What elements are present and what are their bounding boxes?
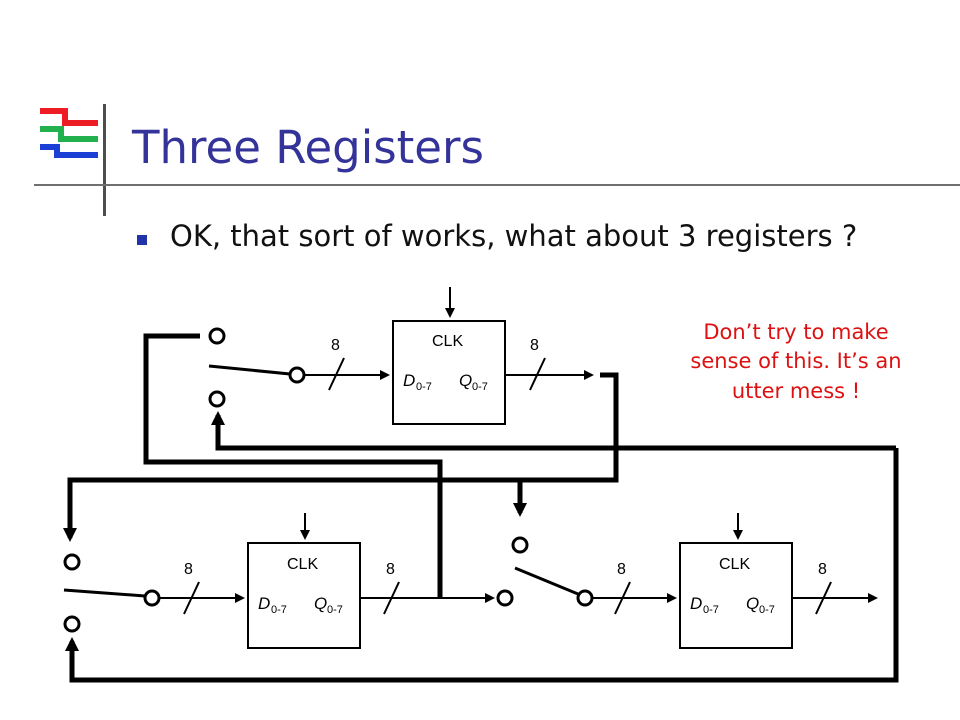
register-box <box>392 320 506 425</box>
d-label: D <box>690 594 702 613</box>
bus-width-slash <box>614 581 631 615</box>
bus-width-label: 8 <box>331 337 340 354</box>
feedback-wire-top-loop <box>513 372 619 517</box>
q-subscript: 0-7 <box>759 604 775 616</box>
bus-width-slash <box>383 581 400 615</box>
title-rule-vertical <box>103 104 106 216</box>
note-line: sense of this. It’s an <box>690 349 902 374</box>
register-top: CLK D 0-7 Q 0-7 8 8 <box>305 287 594 425</box>
switch-arm <box>208 364 291 376</box>
feedback-wire-top-mux <box>143 333 443 597</box>
mux-switch-bottom-right <box>496 536 594 607</box>
bus-width-label: 8 <box>617 561 626 578</box>
note-line: Don’t try to make <box>703 320 889 344</box>
switch-contact <box>63 615 81 633</box>
d-subscript: 0-7 <box>703 604 719 616</box>
d-subscript: 0-7 <box>271 604 287 616</box>
register-box <box>247 542 361 649</box>
note-line: utter mess ! <box>731 378 861 403</box>
q-subscript: 0-7 <box>327 604 343 616</box>
q-label: Q <box>459 371 472 390</box>
bus-width-label: 8 <box>818 561 827 578</box>
bus-width-slash <box>183 581 200 615</box>
slide-title: Three Registers <box>132 121 484 174</box>
bus-width-slash <box>815 581 832 615</box>
bullet-text: OK, that sort of works, what about 3 reg… <box>170 219 858 253</box>
clock-label: CLK <box>719 556 750 573</box>
clock-label: CLK <box>287 556 318 573</box>
d-label: D <box>403 371 415 390</box>
feedback-wire-left-mux <box>63 477 616 542</box>
mux-switch-top <box>208 327 306 408</box>
q-label: Q <box>314 594 327 613</box>
switch-contact <box>511 536 529 554</box>
logo-blue-stripe <box>40 144 98 158</box>
bus-width-label: 8 <box>184 561 193 578</box>
switch-pivot <box>288 366 306 384</box>
register-box <box>679 542 793 649</box>
clock-label: CLK <box>432 333 463 350</box>
mux-switch-bottom-left <box>63 553 161 633</box>
register-bottom-left: CLK D 0-7 Q 0-7 8 8 <box>160 513 495 649</box>
register-bottom-right: CLK D 0-7 Q 0-7 8 8 <box>592 513 878 649</box>
app-logo <box>40 108 98 158</box>
feedback-wire-top-return <box>211 411 896 451</box>
bus-width-slash <box>328 357 345 391</box>
switch-arm <box>63 588 146 598</box>
annotation-note: Don’t try to make sense of this. It’s an… <box>662 318 930 406</box>
feedback-wire-bottom-loop <box>65 598 899 683</box>
q-label: Q <box>746 594 759 613</box>
bullet-marker <box>137 235 147 245</box>
switch-contact <box>496 589 514 607</box>
logo-green-stripe <box>40 126 98 142</box>
bus-width-label: 8 <box>530 337 539 354</box>
switch-arm <box>514 566 579 596</box>
switch-pivot <box>576 589 594 607</box>
bus-width-label: 8 <box>386 561 395 578</box>
title-rule-horizontal <box>34 184 960 186</box>
q-subscript: 0-7 <box>472 381 488 393</box>
d-subscript: 0-7 <box>416 381 432 393</box>
switch-pivot <box>143 589 161 607</box>
switch-contact <box>63 553 81 571</box>
feedback-wiring <box>63 333 899 683</box>
logo-red-stripe <box>40 108 98 126</box>
switch-contact <box>208 327 226 345</box>
bus-width-slash <box>529 357 546 391</box>
switch-contact <box>208 390 226 408</box>
d-label: D <box>258 594 270 613</box>
